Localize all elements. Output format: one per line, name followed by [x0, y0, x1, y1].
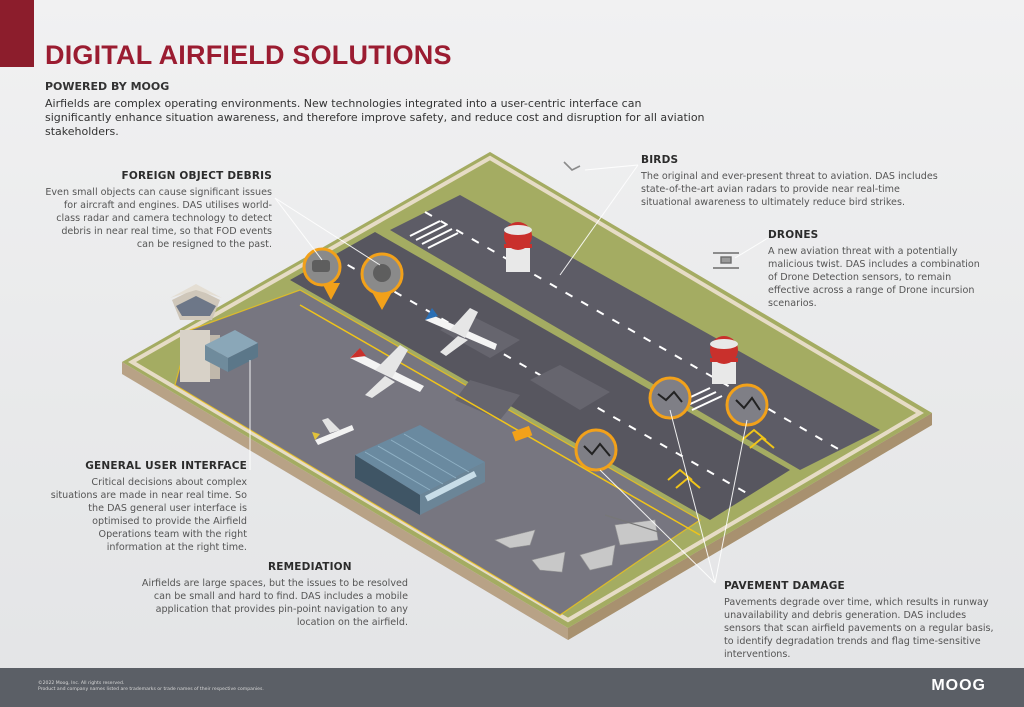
footer-disclaimer: Product and company names listed are tra… — [38, 687, 264, 692]
callout-fod-heading: FOREIGN OBJECT DEBRIS — [121, 170, 272, 182]
fighter-jet-icon — [579, 544, 616, 571]
callout-drones-body: A new aviation threat with a potentially… — [768, 246, 980, 309]
callout-remediation: REMEDIATION Airfields are large spaces, … — [128, 561, 408, 629]
helicopter-icon — [614, 519, 659, 546]
callout-gui-body: Critical decisions about complex situati… — [50, 477, 247, 553]
callout-birds: BIRDS The original and ever-present thre… — [641, 154, 941, 209]
callout-pavement-heading: PAVEMENT DAMAGE — [724, 580, 845, 592]
fighter-jet-icon — [494, 529, 536, 549]
bird-icon — [563, 161, 581, 171]
page-title: DIGITAL AIRFIELD SOLUTIONS — [45, 40, 452, 70]
callout-remediation-heading: REMEDIATION — [268, 561, 352, 573]
callout-pavement: PAVEMENT DAMAGE Pavements degrade over t… — [724, 580, 994, 661]
callout-drones: DRONES A new aviation threat with a pote… — [768, 229, 983, 310]
footer-copyright: ©2022 Moog, Inc. All rights reserved. — [38, 681, 125, 686]
callout-gui: GENERAL USER INTERFACE Critical decision… — [42, 460, 247, 554]
callout-birds-body: The original and ever-present threat to … — [641, 171, 938, 208]
airliner-icon — [350, 345, 424, 398]
accent-bar — [0, 0, 34, 67]
callout-fod: FOREIGN OBJECT DEBRIS Even small objects… — [42, 170, 272, 251]
page-subtitle: POWERED BY MOOG — [45, 80, 170, 93]
callout-birds-heading: BIRDS — [641, 154, 679, 166]
callout-gui-heading: GENERAL USER INTERFACE — [85, 460, 247, 472]
footer-bar — [0, 668, 1024, 707]
crack-marker-icon — [725, 383, 769, 427]
airliner-icon — [312, 418, 354, 445]
crack-marker-icon — [648, 376, 692, 420]
fod-marker-icon — [302, 247, 342, 300]
terminal-building-icon — [205, 330, 258, 372]
intro-text: Airfields are complex operating environm… — [45, 97, 705, 138]
moog-logo[interactable]: MOOG — [931, 677, 986, 694]
airliner-icon — [425, 308, 497, 356]
radar-tower-icon — [710, 336, 738, 384]
hangar-icon — [355, 425, 485, 515]
callout-pavement-body: Pavements degrade over time, which resul… — [724, 597, 994, 660]
fighter-jet-icon — [531, 551, 566, 573]
drone-icon — [713, 252, 739, 269]
footer-legal: ©2022 Moog, Inc. All rights reserved. Pr… — [38, 681, 264, 693]
callout-fod-body: Even small objects can cause significant… — [45, 187, 272, 250]
vehicle-icon — [512, 425, 533, 442]
callout-drones-heading: DRONES — [768, 229, 819, 241]
radar-tower-icon — [504, 222, 532, 272]
callout-remediation-body: Airfields are large spaces, but the issu… — [141, 578, 408, 628]
crack-marker-icon — [574, 428, 618, 472]
fod-marker-icon — [360, 252, 404, 310]
